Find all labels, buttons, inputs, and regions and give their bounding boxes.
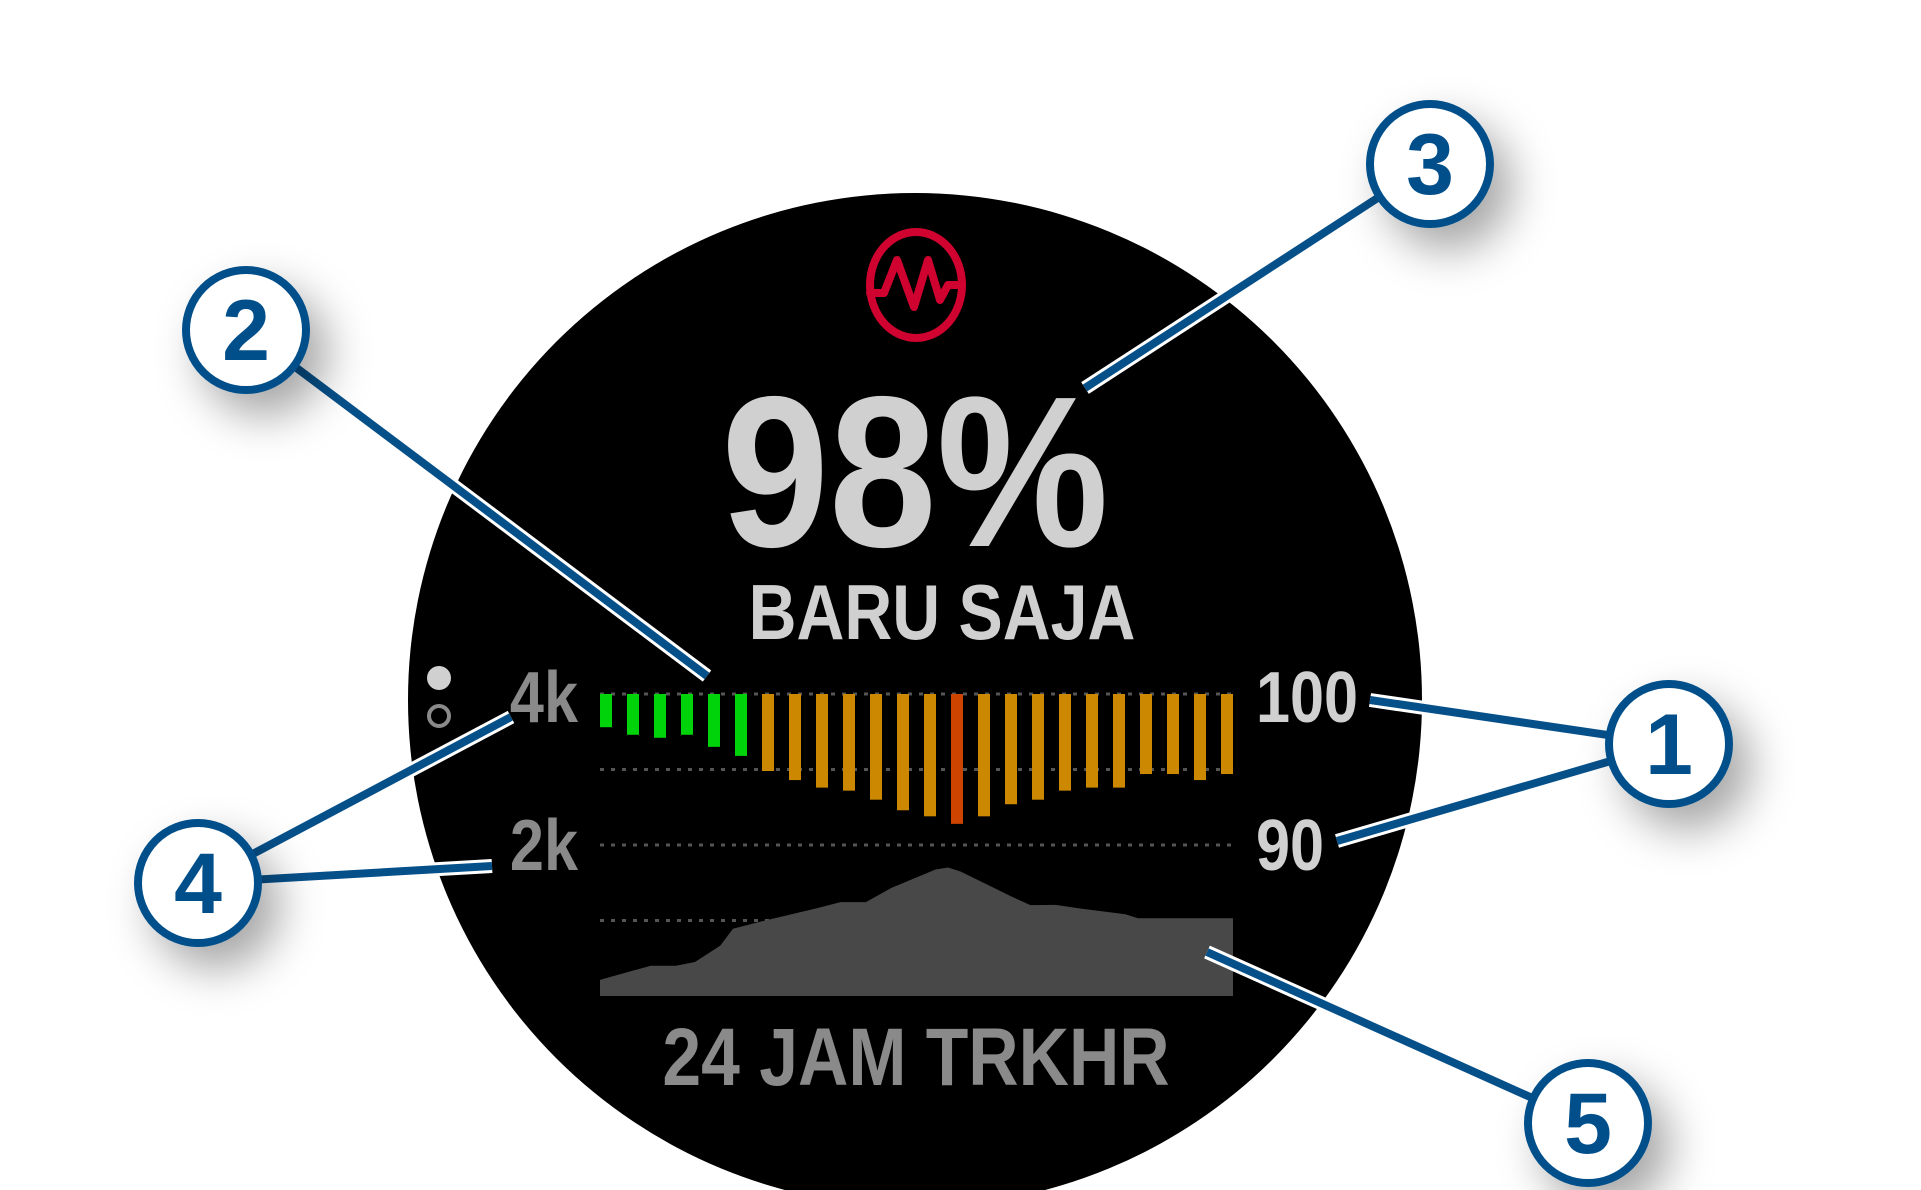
spo2-bar [762,694,774,772]
spo2-bar [951,694,963,824]
spo2-bar [1221,694,1233,775]
spo2-bar [816,694,828,788]
spo2-bar [978,694,990,817]
spo2-reading: 98% [721,353,1108,593]
callout-number: 3 [1406,117,1454,213]
spo2-bar [1167,694,1179,775]
callout-line [1205,948,1590,1127]
spo2-bar [897,694,909,811]
altitude-area-chart [600,867,1233,996]
spo2-bar [1005,694,1017,805]
callout-circle [1366,100,1494,228]
page-indicator-active [427,666,451,690]
callout-1: 1 [1605,680,1733,808]
spo2-bar [681,694,693,735]
callout-3: 3 [1366,100,1494,228]
spo2-bar [1113,694,1125,788]
callout-number: 2 [222,283,270,379]
footer-label: 24 JAM TRKHR [662,1012,1169,1104]
spo2-bar [654,694,666,738]
spo2-bar [1194,694,1206,781]
spo2-bar [870,694,882,800]
callout-circle [1605,680,1733,808]
spo2-bar-chart [600,694,1233,824]
callout-circle [1524,1059,1652,1187]
spo2-bar [1059,694,1071,791]
callout-circle [182,266,310,394]
spo2-bar [1086,694,1098,788]
altitude-label-4k: 4k [510,658,579,738]
spo2-bar [789,694,801,781]
pulse-ox-icon [866,228,966,342]
spo2-bar [600,694,612,728]
altitude-area [600,867,1233,996]
spo2-label-100: 100 [1256,658,1358,738]
callout-5: 5 [1524,1059,1652,1187]
callout-4: 4 [134,819,262,947]
altitude-label-2k: 2k [510,806,579,886]
spo2-label-90: 90 [1256,806,1324,886]
spo2-bar [708,694,720,747]
reading-time: BARU SAJA [749,569,1136,656]
spo2-bar [924,694,936,817]
spo2-bar [1140,694,1152,775]
callout-line [243,326,710,680]
callout-number: 1 [1645,697,1693,793]
callout-2: 2 [182,266,310,394]
callout-number: 5 [1564,1076,1612,1172]
page-indicator-inactive [427,704,451,728]
spo2-bar [1032,694,1044,800]
callout-circle [134,819,262,947]
callouts: 1 2 3 4 5 [134,100,1733,1187]
spo2-bar [735,694,747,756]
spo2-bar [843,694,855,791]
callout-line [1082,160,1433,392]
spo2-bar [627,694,639,735]
callout-number: 4 [174,836,222,932]
